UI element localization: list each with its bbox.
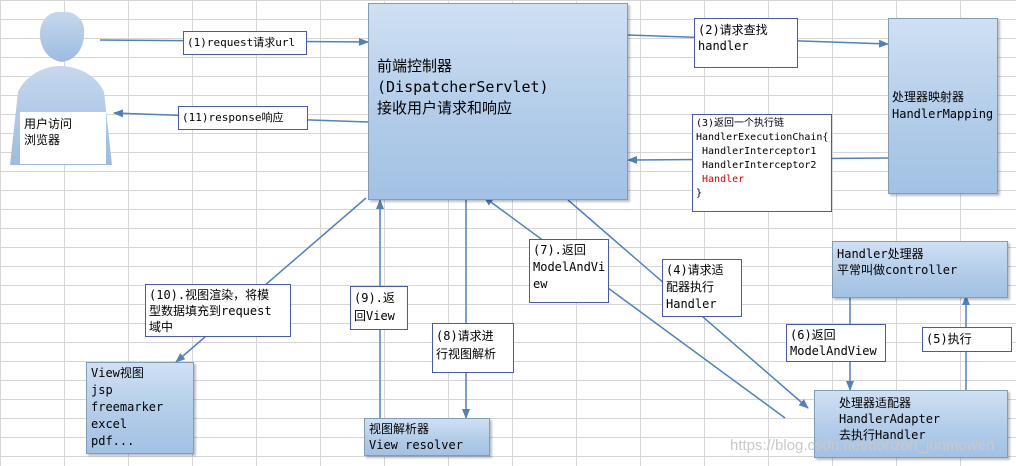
browser-label-line1: 用户访问 bbox=[24, 117, 73, 131]
handler-controller-line2: 平常叫做controller bbox=[837, 263, 958, 277]
step-3-label: (3)返回一个执行链 HandlerExecutionChain{ Handle… bbox=[692, 114, 832, 212]
arrow-step-7 bbox=[483, 196, 786, 419]
step-6-text-line2: ModelAndView bbox=[790, 344, 877, 358]
view-resolver-line1: 视图解析器 bbox=[369, 422, 430, 436]
view-line1: View视图 bbox=[91, 366, 144, 380]
step-7-label: (7).返回 ModelAndVi ew bbox=[529, 239, 609, 303]
step-9-label: (9).返 回View bbox=[350, 286, 408, 330]
step-9-text-line1: (9).返 bbox=[354, 291, 395, 305]
handler-adapter-box: 处理器适配器 HandlerAdapter 去执行Handler bbox=[814, 390, 1008, 458]
step-3-text-line5: Handler bbox=[696, 174, 745, 185]
step-2-text-line1: (2)请求查找 bbox=[698, 23, 768, 37]
view-resolver-box: 视图解析器 View resolver bbox=[364, 418, 490, 456]
handler-mapping-line2: HandlerMapping bbox=[892, 107, 994, 121]
step-9-text-line2: 回View bbox=[354, 309, 395, 323]
step-8-label: (8)请求进 行视图解析 bbox=[432, 323, 514, 373]
step-3-text-line4: HandlerInterceptor2 bbox=[696, 160, 817, 171]
step-7-text-line2: ModelAndVi bbox=[533, 260, 606, 274]
watermark-text: https://blog.csdn.net/horizon_junmowen bbox=[730, 437, 995, 454]
step-4-text-line2: 配器执行 bbox=[666, 280, 715, 294]
browser-label-line2: 浏览器 bbox=[24, 133, 61, 147]
step-2-label: (2)请求查找 handler bbox=[694, 18, 798, 68]
step-4-text-line3: Handler bbox=[666, 297, 717, 311]
handler-adapter-line2: HandlerAdapter bbox=[839, 412, 941, 426]
view-line2: jsp bbox=[91, 383, 113, 397]
view-box: View视图 jsp freemarker excel pdf... bbox=[86, 362, 194, 454]
view-resolver-line2: View resolver bbox=[369, 438, 463, 452]
handler-controller-box: Handler处理器 平常叫做controller bbox=[832, 241, 1008, 298]
step-3-text-line3: HandlerInterceptor1 bbox=[696, 146, 817, 157]
handler-adapter-line3: 去执行Handler bbox=[839, 428, 926, 442]
step-8-text-line1: (8)请求进 bbox=[436, 329, 494, 343]
handler-controller-line1: Handler处理器 bbox=[837, 247, 924, 261]
step-2-text-line2: handler bbox=[698, 39, 749, 53]
step-10-label: (10).视图渲染，将模 型数据填充到request 域中 bbox=[145, 284, 291, 337]
step-1-text: (1)request请求url bbox=[187, 36, 296, 49]
step-4-text-line1: (4)请求适 bbox=[666, 263, 724, 277]
handler-mapping-line1: 处理器映射器 bbox=[892, 90, 965, 104]
view-line3: freemarker bbox=[91, 400, 164, 414]
step-10-text-line2: 型数据填充到request bbox=[149, 304, 272, 318]
step-1-label: (1)request请求url bbox=[183, 31, 307, 55]
front-controller-line3: 接收用户请求和响应 bbox=[377, 99, 513, 117]
step-5-label: (5)执行 bbox=[922, 327, 1012, 352]
step-3-text-line2: HandlerExecutionChain{ bbox=[696, 132, 829, 143]
step-7-text-line3: ew bbox=[533, 277, 548, 291]
front-controller-line2: (DispatcherServlet) bbox=[377, 78, 549, 96]
step-10-text-line1: (10).视图渲染，将模 bbox=[149, 288, 270, 302]
step-4-label: (4)请求适 配器执行 Handler bbox=[662, 259, 742, 317]
step-11-label: (11)response响应 bbox=[178, 106, 308, 130]
step-6-label: (6)返回 ModelAndView bbox=[786, 324, 886, 362]
front-controller-line1: 前端控制器 bbox=[377, 57, 453, 75]
handler-mapping-box: 处理器映射器 HandlerMapping bbox=[888, 18, 998, 194]
front-controller-box: 前端控制器 (DispatcherServlet) 接收用户请求和响应 bbox=[368, 3, 628, 200]
step-3-text-line1: (3)返回一个执行链 bbox=[696, 118, 785, 129]
step-7-text-line1: (7).返回 bbox=[533, 243, 586, 257]
step-3-text-line6: } bbox=[696, 188, 703, 199]
view-line5: pdf... bbox=[91, 434, 135, 448]
view-line4: excel bbox=[91, 417, 128, 431]
step-6-text-line1: (6)返回 bbox=[790, 328, 836, 342]
handler-adapter-line1: 处理器适配器 bbox=[839, 396, 912, 410]
step-10-text-line3: 域中 bbox=[149, 320, 174, 334]
step-8-text-line2: 行视图解析 bbox=[436, 347, 497, 361]
step-11-text: (11)response响应 bbox=[182, 111, 284, 124]
step-5-text: (5)执行 bbox=[926, 332, 972, 346]
